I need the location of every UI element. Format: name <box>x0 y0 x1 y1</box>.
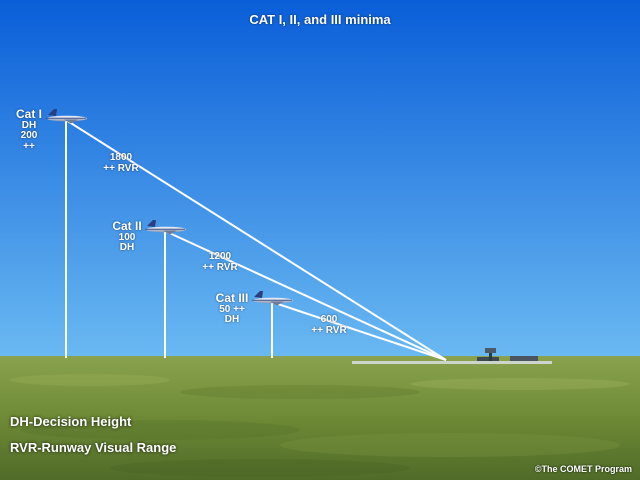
hangar <box>477 357 499 361</box>
cat-iii-dh-line-2: DH <box>224 314 240 326</box>
legend-dh: DH-Decision Height <box>10 414 132 429</box>
airport <box>352 348 552 364</box>
control-tower-icon <box>485 348 496 361</box>
cat-ii-rvr-line-2: ++ RVR <box>202 261 238 273</box>
runway <box>352 361 552 364</box>
cat-ii-rvr-line <box>164 230 447 361</box>
cat-iii-dh-label: Cat III 50 ++ DH <box>212 292 252 326</box>
cat-i-dh-line-2: 200 <box>20 130 38 142</box>
cat-i-rvr-line-2: ++ RVR <box>103 162 139 174</box>
cat-iii-rvr-line-2: ++ RVR <box>311 324 347 336</box>
ground-texture <box>10 374 630 477</box>
cat-ii-dh-label: Cat II 100 DH <box>108 220 146 254</box>
cat-ii-name: Cat II <box>112 219 142 233</box>
cat-iii-name: Cat III <box>215 291 249 305</box>
airplane-icon <box>46 109 87 124</box>
cat-ii-rvr-label: 1200 ++ RVR <box>197 251 243 273</box>
airplane-icon <box>252 291 293 306</box>
cat-iii-dh-line-1: 50 ++ <box>219 303 245 315</box>
cat-i-dh-line-1: DH <box>21 119 37 131</box>
airplanes <box>46 109 293 306</box>
guide-lines <box>65 119 447 361</box>
ground <box>0 356 640 480</box>
cat-iii-rvr-line <box>271 301 447 361</box>
credit-text: ©The COMET Program <box>534 464 632 474</box>
cat-i-dh-line-3: ++ <box>23 140 35 152</box>
cat-i-rvr-line <box>65 119 447 361</box>
cat-i-rvr-label: 1800 ++ RVR <box>98 152 144 174</box>
cat-ii-rvr-line-1: 1200 <box>208 251 232 262</box>
cat-i-dh-label: Cat I DH 200 ++ <box>12 108 46 152</box>
cat-iii-rvr-line-1: 600 <box>320 314 338 325</box>
airplane-icon <box>145 220 186 235</box>
cat-i-rvr-line-1: 1800 <box>109 152 133 163</box>
terminal <box>510 356 538 361</box>
sky <box>0 0 640 358</box>
legend-rvr: RVR-Runway Visual Range <box>10 440 177 455</box>
cat-ii-dh-line-1: 100 <box>118 231 136 243</box>
cat-iii-rvr-label: 600 ++ RVR <box>306 314 352 336</box>
diagram-title: CAT I, II, and III minima <box>249 12 391 27</box>
cat-ii-dh-line-2: DH <box>119 242 135 254</box>
cat-i-name: Cat I <box>15 107 42 121</box>
